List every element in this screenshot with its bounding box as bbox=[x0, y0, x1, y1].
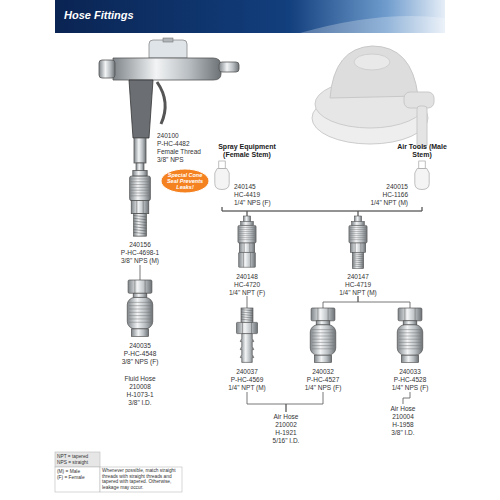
callout-text: Special Cone Seal Prevents Leaks! bbox=[165, 172, 205, 190]
part-caption: Air Hose bbox=[375, 405, 431, 413]
part-drawing bbox=[306, 308, 340, 364]
part-caption: 240033 bbox=[385, 368, 435, 376]
section-heading: Spray Equipment (Female Stem) bbox=[212, 143, 282, 159]
part-drawing bbox=[410, 161, 434, 191]
part-node: 240037P-HC-45691/4" NPT (M) bbox=[222, 308, 272, 392]
hose-label: Fluid Hose bbox=[110, 375, 170, 383]
connector-line bbox=[323, 296, 358, 308]
abbreviation-table bbox=[55, 452, 182, 492]
part-caption: 3/8" I.D. bbox=[375, 429, 431, 437]
part-drawing bbox=[124, 163, 156, 238]
table-cell: (F) = Female bbox=[57, 475, 99, 481]
part-caption: 3/8" NPS (M) bbox=[118, 257, 162, 265]
part-node: 240035P-HC-45483/8" NPS (F) bbox=[115, 280, 165, 370]
part-caption: H-1958 bbox=[375, 421, 431, 429]
part-caption: 240145 bbox=[234, 183, 294, 191]
header-swoosh bbox=[300, 16, 445, 33]
part-node: 240032P-HC-45271/4" NPS (F) bbox=[298, 308, 348, 392]
part-caption: 5/16" I.D. bbox=[258, 437, 314, 445]
part-node: Air Hose210002H-19215/16" I.D. bbox=[258, 412, 314, 444]
connector-line bbox=[247, 207, 422, 216]
connector-line bbox=[358, 207, 422, 216]
part-caption: 210004 bbox=[375, 413, 431, 421]
part-drawing bbox=[123, 280, 157, 338]
connector-line bbox=[403, 392, 410, 404]
part-caption: P-HC-4548 bbox=[115, 350, 165, 358]
part-drawing bbox=[393, 308, 427, 364]
hose-label: 210008 bbox=[110, 383, 170, 391]
connector-line bbox=[140, 265, 141, 280]
part-caption: Air Hose bbox=[258, 413, 314, 421]
page-title: Hose Fittings bbox=[64, 9, 134, 22]
part-caption: 1/4" NPT (M) bbox=[360, 199, 408, 207]
part-caption: 1/4" NPT (F) bbox=[222, 289, 272, 297]
part-node: Special Cone Seal Prevents Leaks! bbox=[160, 168, 210, 194]
table-note: Whenever possible, match straight thread… bbox=[102, 468, 180, 490]
part-drawing bbox=[232, 308, 262, 364]
part-caption: 3/8" NPS (F) bbox=[115, 358, 165, 366]
part-caption: P-HC-4569 bbox=[222, 376, 272, 384]
part-caption: 1/4" NPT (M) bbox=[222, 384, 272, 392]
part-node: Spray Equipment (Female Stem) 240145HC-44… bbox=[200, 143, 295, 207]
part-caption: 240015 bbox=[360, 183, 408, 191]
connector-line bbox=[358, 296, 410, 308]
section-heading: Air Tools (Male Stem) bbox=[397, 143, 447, 159]
part-caption: 240100 bbox=[157, 132, 242, 140]
part-caption: 1/4" NPS (F) bbox=[298, 384, 348, 392]
part-caption: HC-4719 bbox=[333, 281, 383, 289]
table-cell: NPS = straight bbox=[57, 460, 99, 466]
part-caption: 1/4" NPT (M) bbox=[333, 289, 383, 297]
part-caption: 240032 bbox=[298, 368, 348, 376]
table-cell: NPT = tapered bbox=[57, 454, 99, 460]
hose-label: 3/8" I.D. bbox=[110, 399, 170, 407]
part-drawing bbox=[344, 216, 372, 270]
part-node: 240156P-HC-4698-13/8" NPS (M) bbox=[118, 163, 162, 265]
hose-label: H-1073-1 bbox=[110, 391, 170, 399]
part-node: Air Tools (Male Stem) 240015HC-11661/4" N… bbox=[360, 143, 445, 207]
connector-line bbox=[286, 392, 323, 412]
part-caption: HC-1166 bbox=[360, 191, 408, 199]
part-caption: 240148 bbox=[222, 273, 272, 281]
part-node: 240147HC-47191/4" NPT (M) bbox=[333, 216, 383, 296]
part-caption: HC-4419 bbox=[234, 191, 294, 199]
part-caption: 1/4" NPS (F) bbox=[234, 199, 294, 207]
part-caption: 240037 bbox=[222, 368, 272, 376]
part-caption: 240156 bbox=[118, 241, 162, 249]
part-caption: 1/4" NPS (F) bbox=[385, 384, 435, 392]
part-caption: 210002 bbox=[258, 421, 314, 429]
part-node: 240033P-HC-45281/4" NPS (F) bbox=[385, 308, 435, 392]
part-drawing bbox=[233, 216, 261, 270]
part-caption: P-HC-4528 bbox=[385, 376, 435, 384]
part-caption: 240147 bbox=[333, 273, 383, 281]
connector-line bbox=[222, 207, 247, 216]
sander-illustration bbox=[312, 46, 434, 148]
connector-line bbox=[222, 207, 358, 216]
part-caption: HC-4720 bbox=[222, 281, 272, 289]
connector-line bbox=[247, 392, 286, 412]
part-caption: P-HC-4527 bbox=[298, 376, 348, 384]
part-caption: P-HC-4698-1 bbox=[118, 249, 162, 257]
header-bar bbox=[55, 0, 445, 33]
part-caption: H-1921 bbox=[258, 429, 314, 437]
part-caption: 240035 bbox=[115, 342, 165, 350]
part-node: 240148HC-47201/4" NPT (F) bbox=[222, 216, 272, 296]
table-cell: (M) = Male bbox=[57, 469, 99, 475]
part-drawing bbox=[210, 161, 234, 191]
connector-line bbox=[247, 296, 248, 308]
part-node: Air Hose210004H-19583/8" I.D. bbox=[375, 404, 431, 436]
